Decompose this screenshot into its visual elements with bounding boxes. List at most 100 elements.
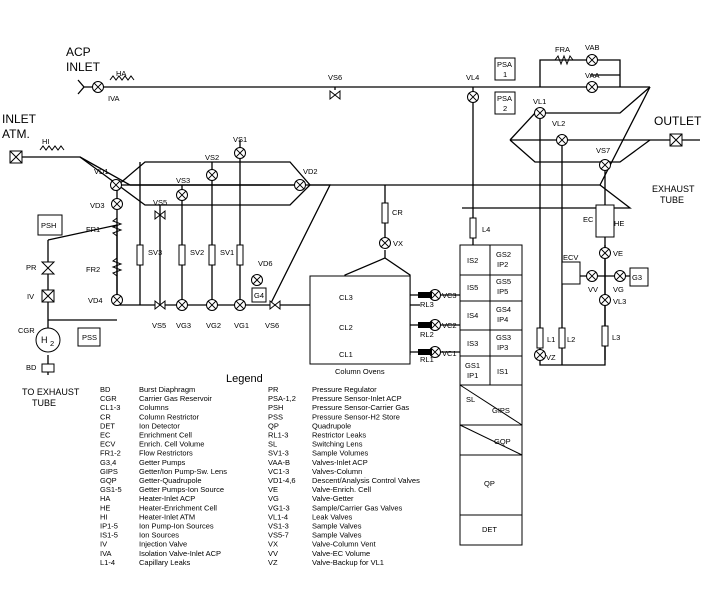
legend-code: EC xyxy=(100,431,111,440)
valve-icon xyxy=(251,274,263,286)
legend-description: Carrier Gas Reservoir xyxy=(139,394,212,403)
carrier-gas-reservoir-icon xyxy=(35,327,61,353)
legend-description: Ion Pump-Ion Sources xyxy=(139,522,214,531)
legend-description: Valves-Column xyxy=(312,467,362,476)
stack-label-qp: QP xyxy=(484,479,495,488)
legend-description: Sample Valves xyxy=(312,531,362,540)
component-label-vd4: VD4 xyxy=(88,296,103,305)
legend-description: Enrichment Cell xyxy=(139,431,192,440)
restrictor-leak-icon xyxy=(418,322,432,328)
legend-description: Valves-Inlet ACP xyxy=(312,458,368,467)
component-label-vg2: VG2 xyxy=(206,321,221,330)
component-label-vz: VZ xyxy=(546,353,556,362)
component-label-rl2: RL2 xyxy=(420,330,434,339)
component-label-vc1: VC1 xyxy=(442,349,457,358)
component-label-vl3: VL3 xyxy=(613,297,626,306)
legend-description: Quadrupole xyxy=(312,421,351,430)
valve-icon xyxy=(176,189,188,201)
port-cross xyxy=(669,133,683,147)
legend-description: Burst Diaphragm xyxy=(139,385,195,394)
capillary-icon xyxy=(469,217,477,239)
stack-label-r3-c: IP4 xyxy=(497,315,508,324)
valve-icon xyxy=(586,270,598,282)
valve-icon xyxy=(599,294,611,306)
component-label-vab: VAB xyxy=(585,43,599,52)
valve-icon xyxy=(92,81,104,93)
stack-label-r2-a: IS5 xyxy=(467,283,478,292)
valves xyxy=(9,54,683,373)
restrictor-leak-icon xyxy=(418,349,432,355)
psa1-box xyxy=(494,57,516,81)
legend-code: SL xyxy=(268,440,277,449)
outlet-title: OUTLET xyxy=(654,114,702,128)
valve-icon xyxy=(110,179,122,191)
legend-code: L1-4 xyxy=(100,558,115,567)
h2-label: H xyxy=(41,335,48,345)
component-label-ha: HA xyxy=(116,69,126,78)
legend-code: GS1-5 xyxy=(100,485,122,494)
component-label-cl3: CL3 xyxy=(339,293,353,302)
capillary-icon xyxy=(558,327,566,349)
capillary-icon xyxy=(381,202,389,224)
component-label-l2: L2 xyxy=(567,335,575,344)
component-label-pss: PSS xyxy=(82,333,97,342)
legend-code: VX xyxy=(268,540,278,549)
legend-description: Heater-Enrichment Cell xyxy=(139,503,217,512)
component-label-fr1: FR1 xyxy=(86,225,100,234)
component-label-vg1: VG1 xyxy=(234,321,249,330)
component-label-vl4: VL4 xyxy=(466,73,479,82)
legend-description: Leak Valves xyxy=(312,512,353,521)
flow-restrictor-icon xyxy=(111,217,123,237)
valve-icon xyxy=(614,270,626,282)
legend-description: Restrictor Leaks xyxy=(312,431,366,440)
stack-label-r1-a: IS2 xyxy=(467,256,478,265)
valve-icon xyxy=(599,247,611,259)
stack-label-det: DET xyxy=(482,525,497,534)
component-label-vs3: VS3 xyxy=(176,176,190,185)
legend-code: PR xyxy=(268,385,279,394)
component-label-rl3: RL3 xyxy=(420,300,434,309)
legend-code: VZ xyxy=(268,558,278,567)
g4-box xyxy=(251,287,267,303)
acp-inlet-title-2: INLET xyxy=(66,60,101,74)
legend-description: Getter Pumps-Ion Source xyxy=(139,485,224,494)
fra-branch xyxy=(539,54,621,87)
legend-code: PSS xyxy=(268,412,283,421)
legend-code: DET xyxy=(100,421,115,430)
legend-code: HE xyxy=(100,503,110,512)
component-label-psa1-b: 1 xyxy=(503,70,507,79)
valve-icon xyxy=(206,299,218,311)
legend-code: VG1-3 xyxy=(268,503,290,512)
legend-code: VE xyxy=(268,485,278,494)
acp-inlet-line xyxy=(77,75,650,95)
stack-label-r3-b: GS4 xyxy=(496,305,511,314)
burst-diaphragm-icon xyxy=(41,363,55,373)
psh-box xyxy=(37,214,63,236)
component-label-psa2-a: PSA xyxy=(497,94,512,103)
legend-code: IP1-5 xyxy=(100,522,118,531)
ecv-box xyxy=(561,261,581,285)
inlet-atm-title-1: INLET xyxy=(2,112,37,126)
stack-label-r1-b: GS2 xyxy=(496,250,511,259)
legend-code: VV xyxy=(268,549,278,558)
component-label-g4: G4 xyxy=(254,291,264,300)
component-label-g3: G3 xyxy=(632,273,642,282)
